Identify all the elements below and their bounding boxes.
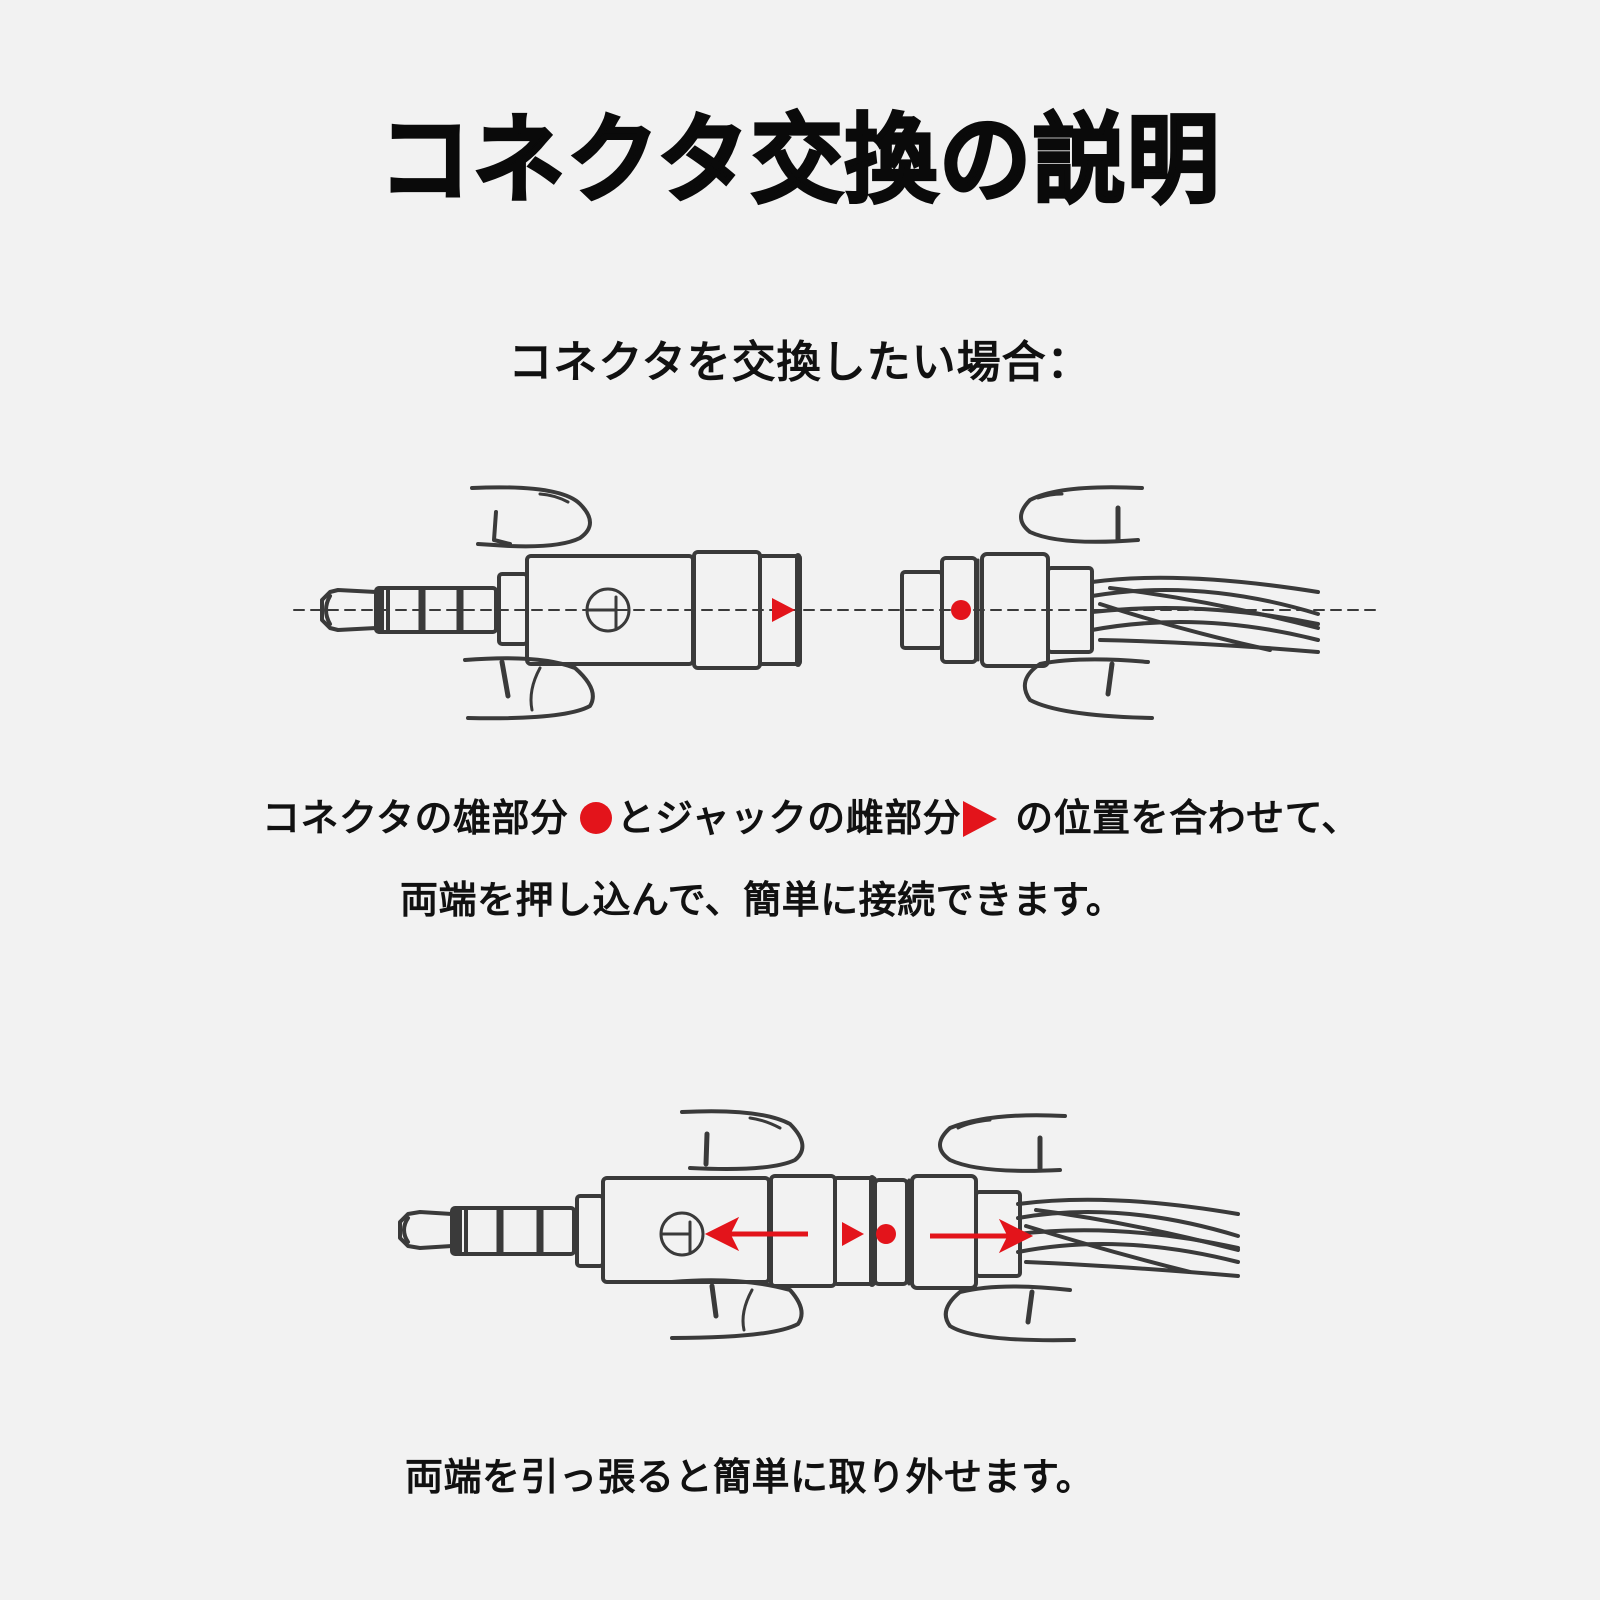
disconnect-diagram — [398, 1109, 1240, 1343]
instruction-line-3: 両端を引っ張ると簡単に取り外せます。 — [405, 1455, 1095, 1499]
instruction-text: とジャックの雌部分 — [616, 796, 962, 840]
instruction-line-2: 両端を押し込んで、簡単に接続できます。 — [400, 878, 1125, 922]
instruction-text: コネクタの雄部分 — [262, 796, 569, 840]
red-dot-icon — [580, 802, 613, 834]
page-title: コネクタ交換の説明 — [377, 102, 1222, 219]
male-marker-dot — [951, 600, 971, 620]
arrow-right-icon — [998, 1218, 1034, 1254]
instruction-text: の位置を合わせて、 — [1015, 796, 1360, 840]
female-marker-triangle — [842, 1222, 864, 1246]
connect-diagram — [293, 485, 1376, 721]
red-triangle-icon — [963, 801, 998, 837]
female-marker-triangle — [772, 598, 795, 622]
male-marker-dot — [876, 1224, 896, 1244]
section-subtitle: コネクタを交換したい場合： — [508, 337, 1092, 388]
arrow-left-icon — [704, 1216, 740, 1252]
instruction-line-1: コネクタの雄部分 とジャックの雌部分 の位置を合わせて、 — [262, 793, 1360, 843]
